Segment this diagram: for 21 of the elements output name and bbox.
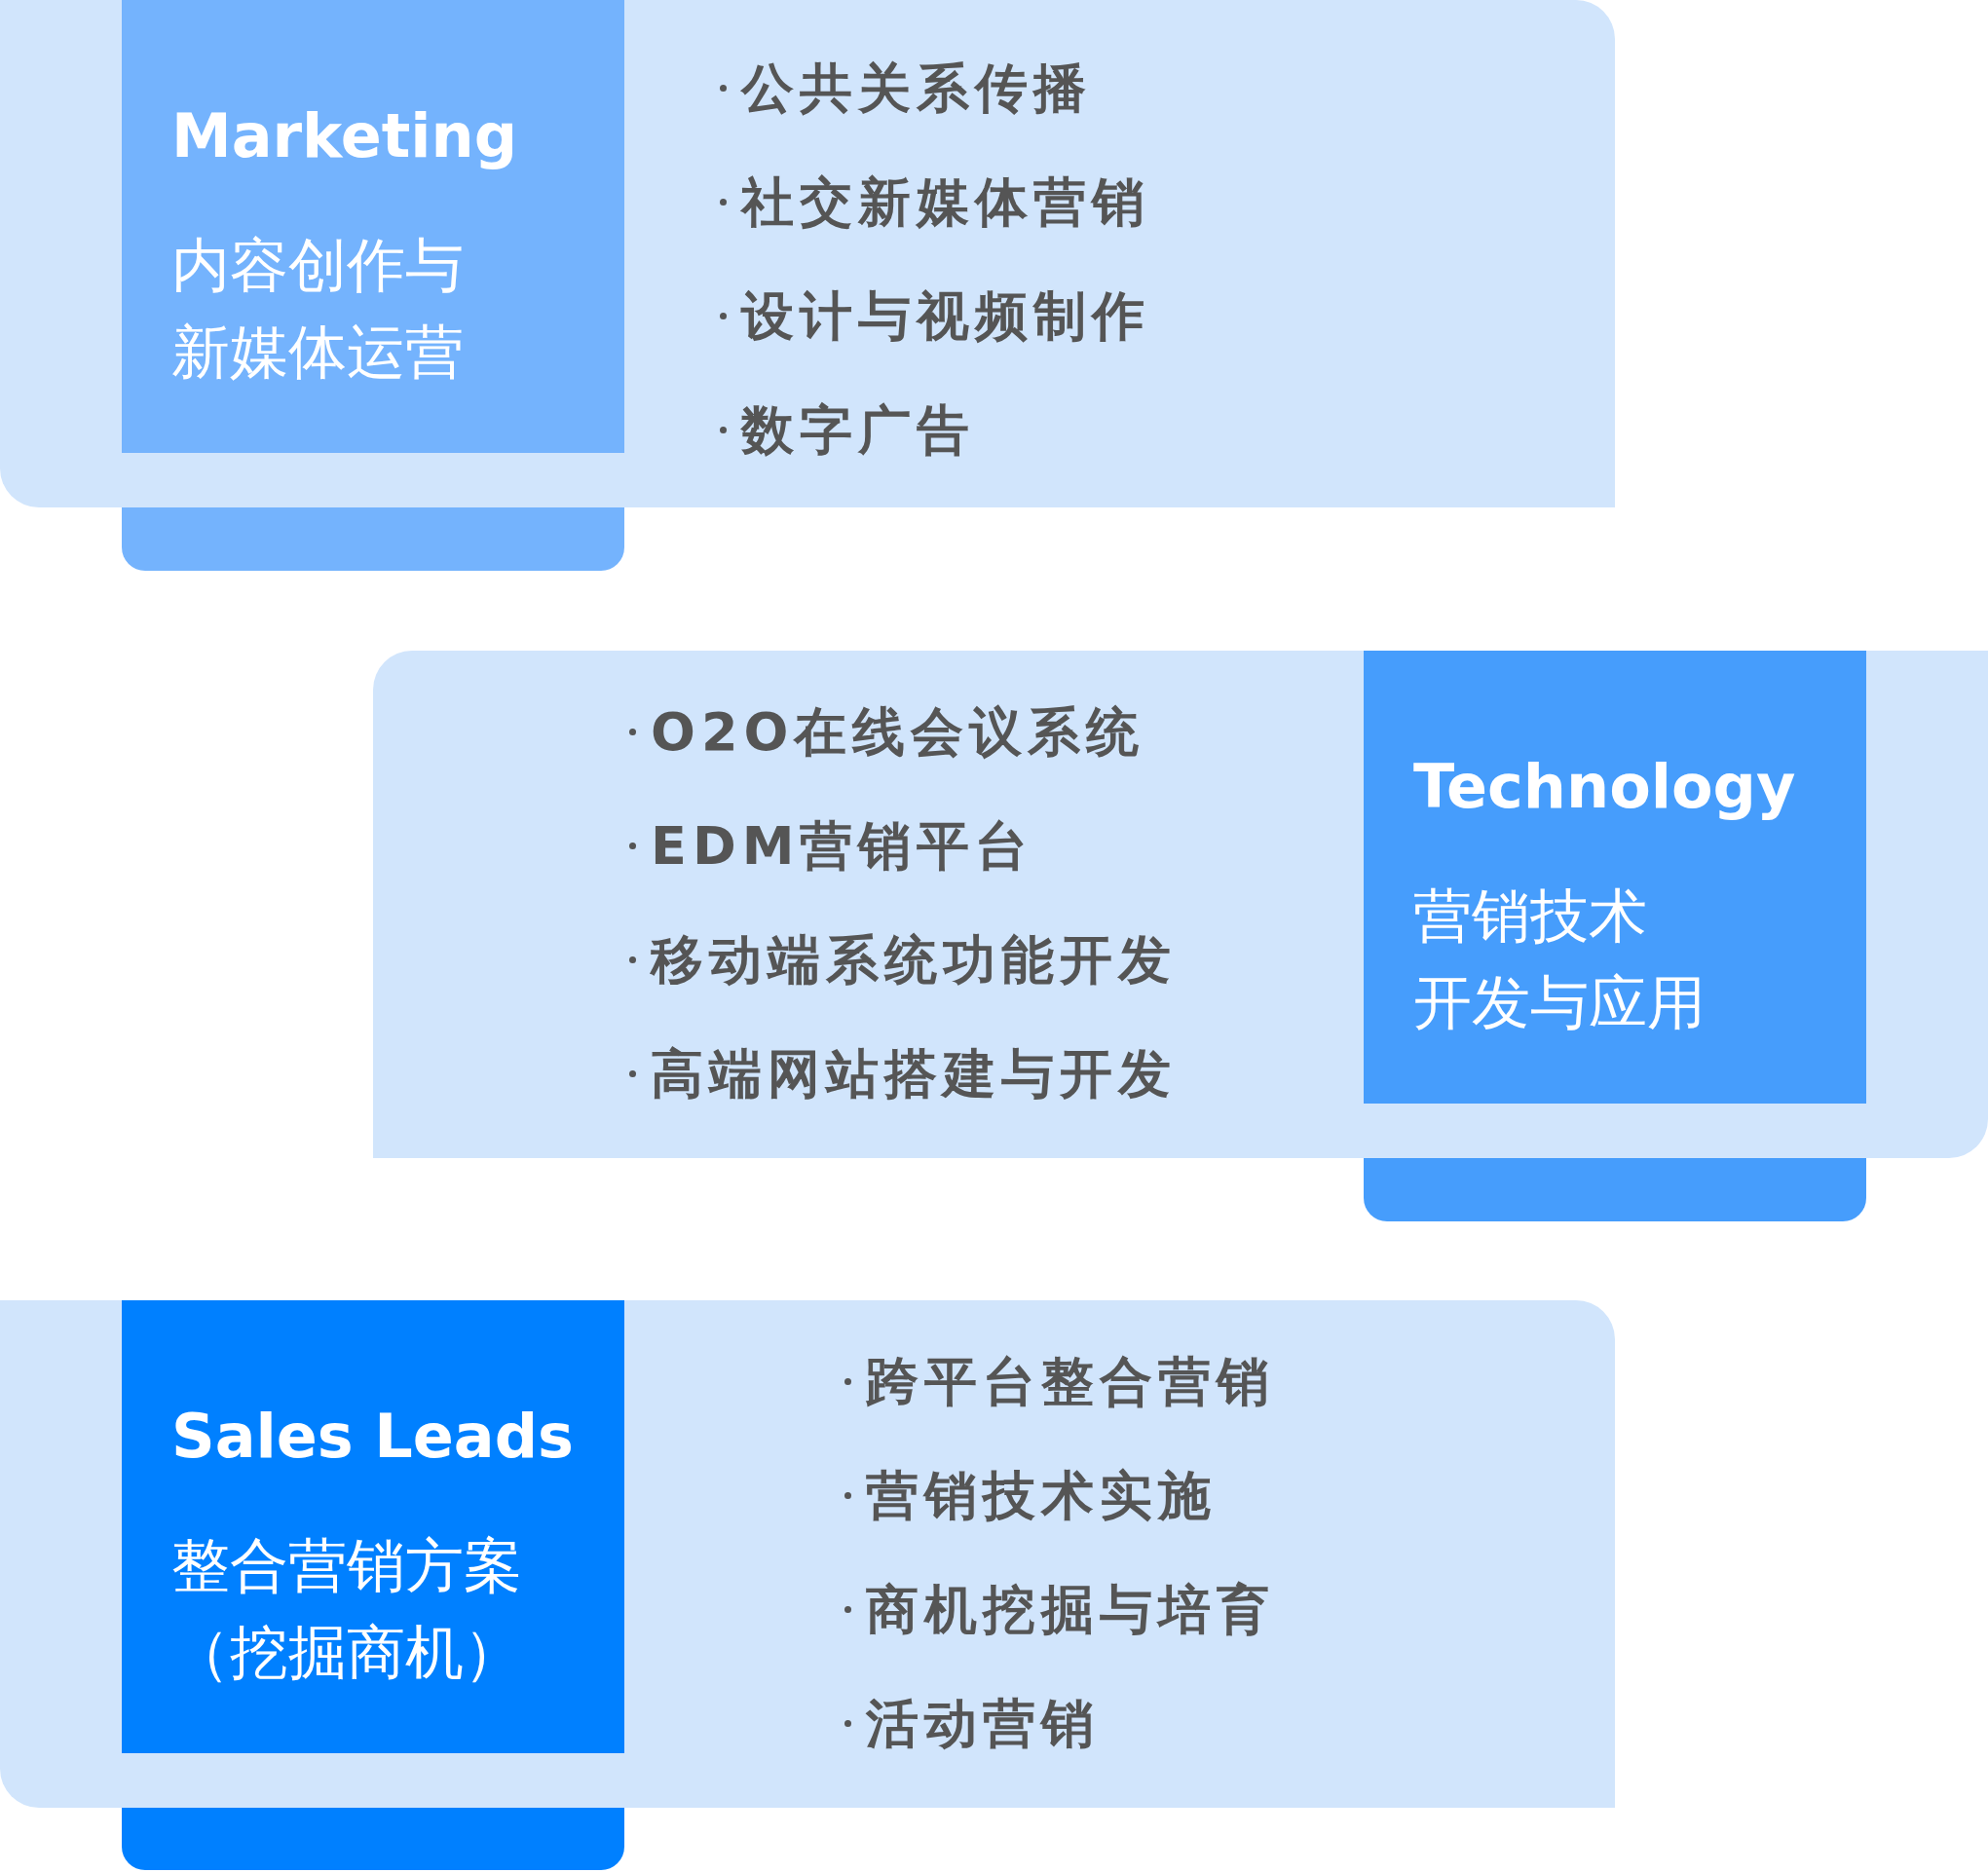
- list-item: 商机挖掘与培育: [866, 1578, 1275, 1642]
- card-heading: Technology: [1413, 750, 1796, 824]
- card-subtitle: 营销技术开发与应用: [1413, 880, 1706, 1038]
- card-heading: Marketing: [171, 99, 518, 173]
- card-subtitle: 内容创作与新媒体运营: [171, 230, 464, 388]
- list-item: 移动端系统功能开发: [651, 928, 1177, 993]
- list-item: EDM营销平台: [651, 814, 1034, 879]
- category-card: [122, 0, 624, 571]
- list-item: 设计与视频制作: [741, 284, 1150, 349]
- list-item: 跨平台整合营销: [866, 1350, 1275, 1414]
- card-heading: Sales Leads: [171, 1400, 574, 1474]
- category-card: [1364, 651, 1866, 1221]
- list-item: 数字广告: [741, 398, 975, 463]
- card-subtitle: 整合营销方案（挖掘商机）: [171, 1530, 522, 1688]
- list-item: 高端网站搭建与开发: [651, 1042, 1177, 1106]
- list-item: 活动营销: [866, 1692, 1100, 1756]
- list-item: 营销技术实施: [866, 1464, 1217, 1528]
- list-item: 社交新媒体营销: [741, 170, 1150, 235]
- list-item: O2O在线会议系统: [651, 700, 1145, 765]
- list-item: 公共关系传播: [741, 56, 1092, 121]
- category-card: [122, 1300, 624, 1870]
